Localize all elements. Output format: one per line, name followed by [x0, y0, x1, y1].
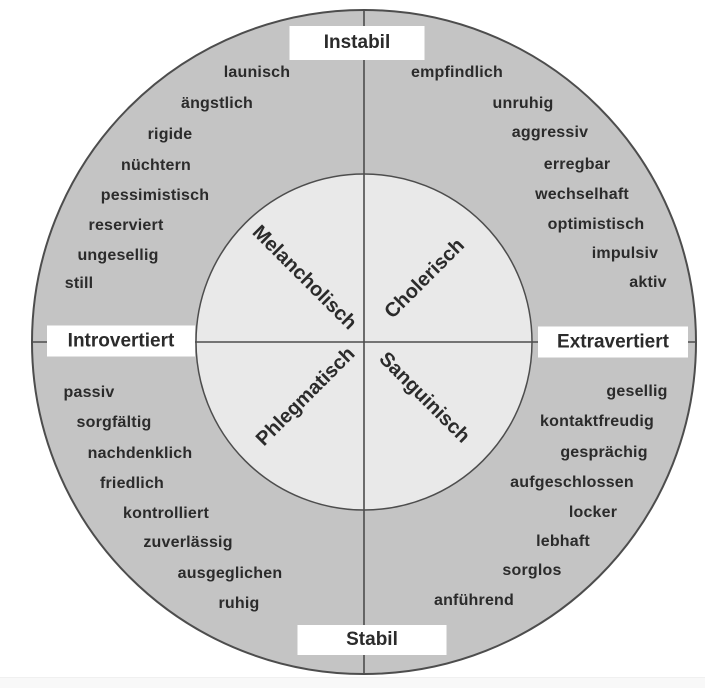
- trait-cholerisch-6: optimistisch: [547, 216, 645, 233]
- trait-phlegmatisch-1: passiv: [63, 384, 115, 401]
- trait-cholerisch-2: unruhig: [492, 95, 554, 112]
- trait-cholerisch-1: empfindlich: [411, 64, 503, 81]
- trait-melancholisch-1: launisch: [223, 64, 291, 81]
- trait-cholerisch-7: impulsiv: [591, 245, 659, 262]
- trait-sanguinisch-8: anführend: [433, 592, 515, 609]
- trait-melancholisch-7: ungesellig: [77, 247, 159, 264]
- trait-phlegmatisch-8: ruhig: [218, 595, 260, 612]
- axis-label-instabil: Instabil: [289, 26, 425, 60]
- trait-sanguinisch-1: gesellig: [606, 383, 668, 400]
- trait-cholerisch-4: erregbar: [543, 156, 611, 173]
- axis-label-introvertiert: Introvertiert: [47, 325, 195, 357]
- trait-melancholisch-3: rigide: [147, 126, 193, 143]
- trait-sanguinisch-5: locker: [568, 504, 618, 521]
- axis-label-stabil: Stabil: [297, 625, 447, 655]
- trait-cholerisch-3: aggressiv: [511, 124, 589, 141]
- trait-phlegmatisch-4: friedlich: [99, 475, 165, 492]
- trait-melancholisch-4: nüchtern: [120, 157, 192, 174]
- trait-sanguinisch-7: sorglos: [502, 562, 562, 579]
- trait-sanguinisch-3: gesprächig: [560, 444, 648, 461]
- axis-label-extravertiert: Extravertiert: [538, 326, 688, 358]
- trait-cholerisch-5: wechselhaft: [535, 186, 629, 203]
- trait-phlegmatisch-2: sorgfältig: [76, 414, 152, 431]
- trait-sanguinisch-4: aufgeschlossen: [510, 474, 634, 491]
- trait-phlegmatisch-6: zuverlässig: [143, 534, 233, 551]
- page-bottom-strip: [0, 677, 705, 688]
- trait-melancholisch-2: ängstlich: [180, 95, 254, 112]
- trait-sanguinisch-2: kontaktfreudig: [540, 413, 654, 430]
- trait-sanguinisch-6: lebhaft: [536, 533, 590, 550]
- trait-melancholisch-8: still: [64, 275, 94, 292]
- trait-cholerisch-8: aktiv: [629, 274, 667, 291]
- trait-phlegmatisch-5: kontrolliert: [123, 505, 209, 522]
- trait-phlegmatisch-7: ausgeglichen: [177, 565, 283, 582]
- trait-melancholisch-6: reserviert: [88, 217, 164, 234]
- trait-melancholisch-5: pessimistisch: [100, 187, 210, 204]
- trait-phlegmatisch-3: nachdenklich: [87, 445, 193, 462]
